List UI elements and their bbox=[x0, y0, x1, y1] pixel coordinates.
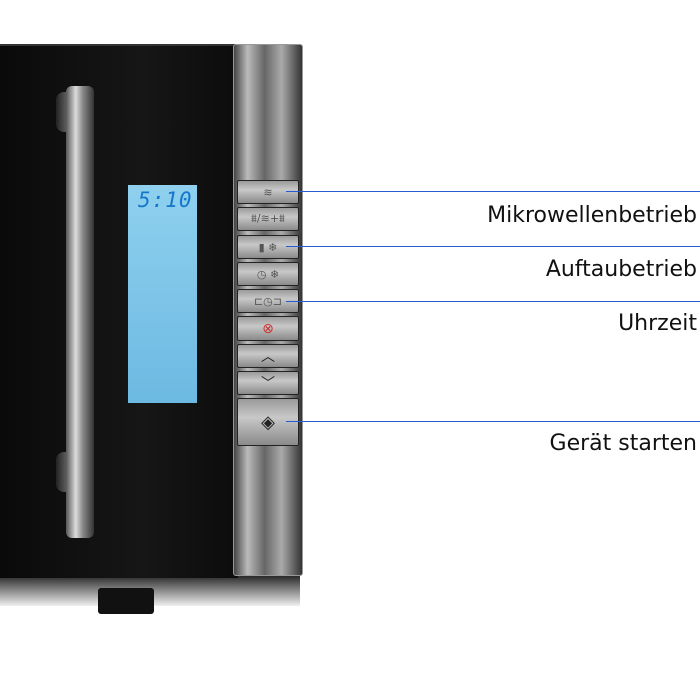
chevron-up-icon: ︿ bbox=[261, 349, 275, 365]
start-icon: ◈ bbox=[261, 411, 275, 433]
door-handle[interactable] bbox=[66, 86, 94, 538]
callout-label-microwave: Mikrowellenbetrieb bbox=[487, 203, 697, 228]
down-button[interactable]: ﹀ bbox=[237, 371, 299, 395]
clock-icon: ⊏◷⊐ bbox=[253, 294, 283, 308]
callout-label-start: Gerät starten bbox=[549, 431, 697, 456]
microwave-foot bbox=[98, 588, 154, 614]
defrost-button[interactable]: ▮ ❄ bbox=[237, 235, 299, 259]
clock-button[interactable]: ⊏◷⊐ bbox=[237, 289, 299, 313]
chevron-down-icon: ﹀ bbox=[261, 376, 275, 392]
microwave-icon: ≋ bbox=[263, 185, 273, 199]
grill-combi-button[interactable]: ⩩/≋+⩩ bbox=[237, 207, 299, 231]
grill-combi-icon: ⩩/≋+⩩ bbox=[251, 212, 285, 225]
stop-icon: ⊗ bbox=[262, 320, 274, 337]
callout-label-clock: Uhrzeit bbox=[618, 311, 697, 336]
defrost-icon: ▮ ❄ bbox=[258, 240, 278, 254]
start-button[interactable]: ◈ bbox=[237, 398, 299, 446]
microwave-button[interactable]: ≋ bbox=[237, 180, 299, 204]
callout-line-defrost bbox=[286, 246, 700, 247]
up-button[interactable]: ︿ bbox=[237, 344, 299, 368]
callout-line-microwave bbox=[286, 191, 700, 192]
callout-label-defrost: Auftaubetrieb bbox=[545, 257, 697, 282]
stop-button[interactable]: ⊗ bbox=[237, 316, 299, 341]
display-time: 5:10 bbox=[138, 188, 193, 212]
timer-defrost-icon: ◷ ❄ bbox=[256, 267, 280, 281]
lcd-display bbox=[128, 185, 197, 403]
timer-defrost-button[interactable]: ◷ ❄ bbox=[237, 262, 299, 286]
microwave-door bbox=[0, 44, 238, 578]
callout-line-clock bbox=[286, 301, 700, 302]
callout-line-start bbox=[286, 421, 700, 422]
